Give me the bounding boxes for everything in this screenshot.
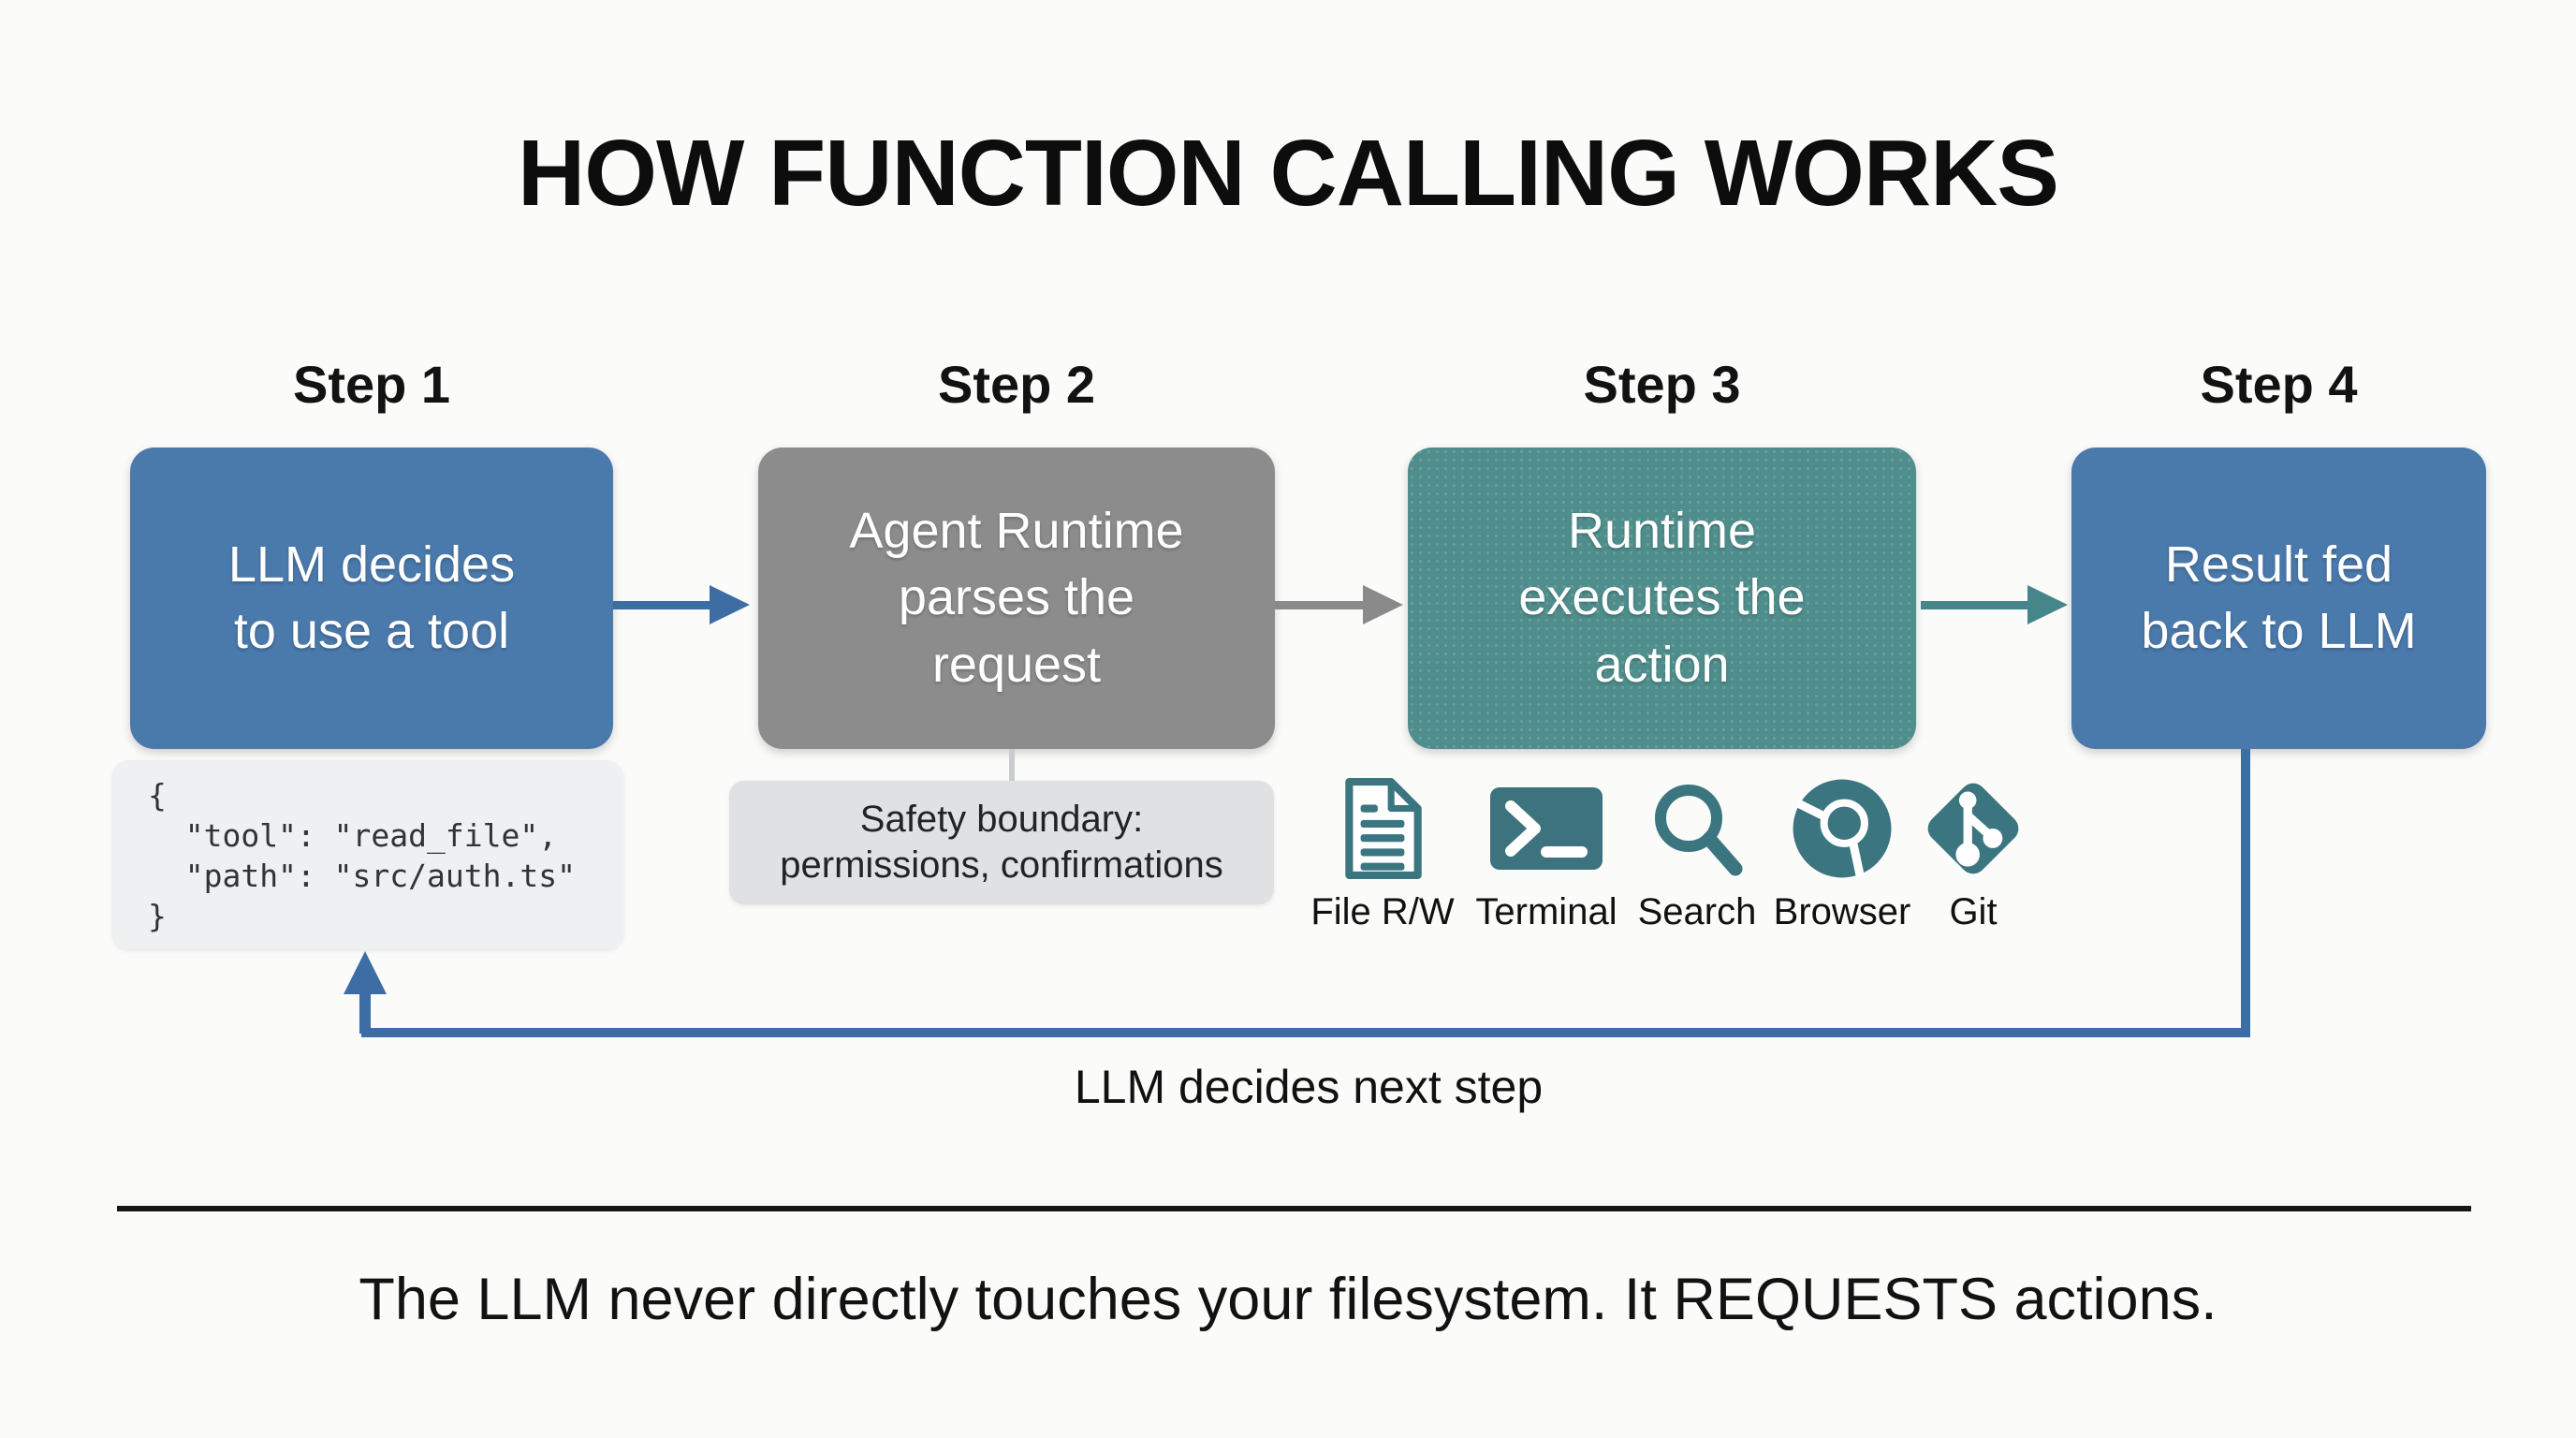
feedback-loop-left-segment <box>359 992 371 1034</box>
code-line: { <box>148 777 167 814</box>
step2-safety-connector <box>1009 749 1015 783</box>
tool-item-search: Search <box>1613 771 1781 933</box>
arrow-step1-to-step2-head <box>710 585 750 624</box>
safety-note-line2: permissions, confirmations <box>780 844 1223 886</box>
arrow-step2-to-step3-head <box>1363 585 1403 624</box>
tool-label-search: Search <box>1637 891 1757 932</box>
arrow-step3-to-step4 <box>1921 601 2028 609</box>
step-4-text: Result fed back to LLM <box>2141 536 2417 659</box>
safety-boundary-note: Safety boundary: permissions, confirmati… <box>729 781 1274 904</box>
step-3-text: Runtime executes the action <box>1518 503 1806 693</box>
step-1-text: LLM decides to use a tool <box>227 536 516 659</box>
tool-call-code-block: { "tool": "read_file", "path": "src/auth… <box>112 760 623 949</box>
code-line: "tool": "read_file", <box>148 817 558 854</box>
git-icon <box>1919 771 2027 886</box>
arrow-step2-to-step3 <box>1275 601 1364 609</box>
search-icon <box>1647 771 1747 886</box>
tool-item-browser: Browser <box>1758 771 1926 933</box>
arrow-step3-to-step4-head <box>2027 585 2068 624</box>
step-2-text: Agent Runtime parses the request <box>849 503 1184 693</box>
step-3-box: Runtime executes the action <box>1408 448 1916 749</box>
step-3-label: Step 3 <box>1583 355 1741 414</box>
arrow-step1-to-step2 <box>613 601 710 609</box>
browser-icon <box>1789 771 1895 886</box>
file-rw-icon <box>1338 771 1427 886</box>
tool-item-file-rw: File R/W <box>1298 771 1467 933</box>
feedback-loop-bottom-segment <box>361 1028 2250 1037</box>
step-4-box: Result fed back to LLM <box>2071 448 2486 749</box>
tool-label-git: Git <box>1949 891 1998 932</box>
page-title: HOW FUNCTION CALLING WORKS <box>517 121 2059 226</box>
tool-label-file-rw: File R/W <box>1310 891 1455 932</box>
tool-label-browser: Browser <box>1773 891 1911 932</box>
footer-divider <box>117 1206 2471 1211</box>
step-1-box: LLM decides to use a tool <box>130 448 613 749</box>
feedback-loop-arrowhead <box>344 951 387 994</box>
code-line: "path": "src/auth.ts" <box>148 858 576 894</box>
tool-item-terminal: Terminal <box>1462 771 1631 933</box>
step-4-label: Step 4 <box>2200 355 2358 414</box>
step-1-label: Step 1 <box>292 355 451 414</box>
safety-note-line1: Safety boundary: <box>859 799 1144 841</box>
code-line: } <box>148 898 167 934</box>
terminal-icon <box>1488 771 1604 886</box>
step-2-box: Agent Runtime parses the request <box>758 448 1275 749</box>
step-2-label: Step 2 <box>937 355 1096 414</box>
footer-takeaway: The LLM never directly touches your file… <box>359 1267 2217 1332</box>
tool-label-terminal: Terminal <box>1475 891 1617 932</box>
tool-item-git: Git <box>1889 771 2057 933</box>
feedback-loop-right-segment <box>2241 749 2250 1037</box>
feedback-loop-label: LLM decides next step <box>1074 1061 1544 1113</box>
